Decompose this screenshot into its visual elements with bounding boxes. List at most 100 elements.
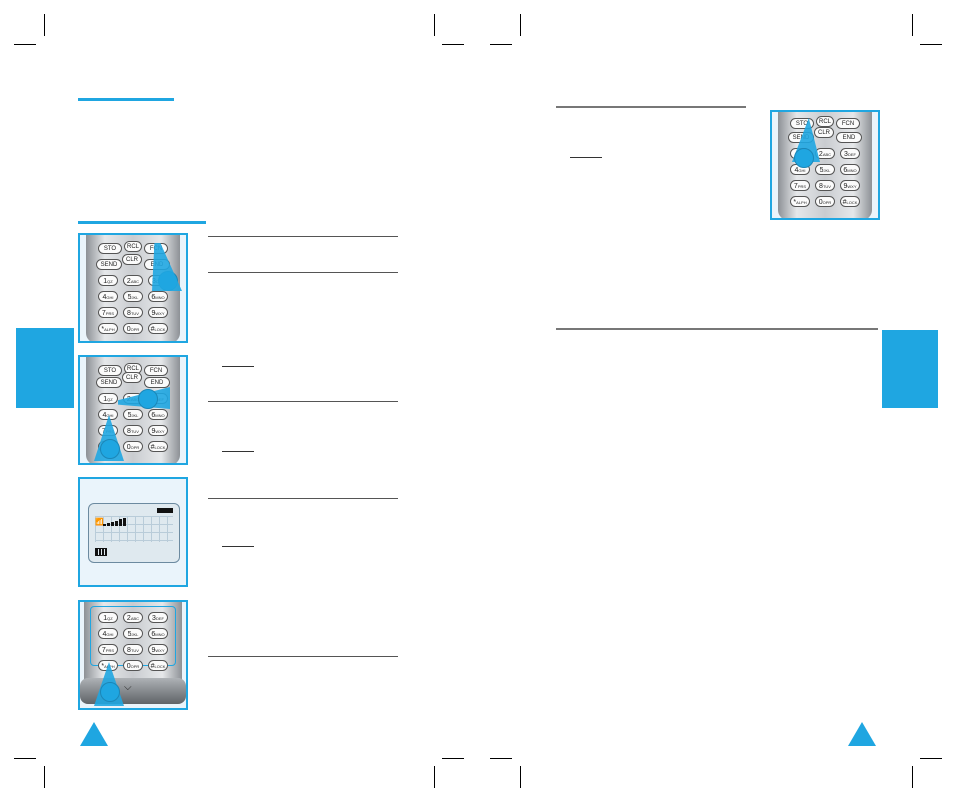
key-star: *ALPH [790, 196, 810, 207]
note-underline [570, 157, 602, 158]
key-letters: QZ [107, 397, 113, 402]
key-letters: TUV [130, 648, 139, 653]
key-5: 5JKL [123, 291, 143, 302]
key-letters: LOCK [154, 664, 166, 669]
key-digit: 2 [126, 615, 131, 622]
key-9: 9WXY [148, 307, 168, 318]
key-digit: 9 [151, 428, 156, 435]
key-fcn: FCN [836, 118, 860, 129]
key-digit: 5 [127, 412, 132, 419]
key-digit: 5 [127, 631, 132, 638]
key-digit: 3 [152, 615, 156, 622]
key-6: 6MNO [148, 291, 168, 302]
key-4: 4GHI [98, 291, 118, 302]
press-indicator-icon [138, 389, 158, 409]
key-5: 5JKL [815, 164, 835, 175]
figure-keypad-1: STO RCL FCN SEND CLR END 1QZ2ABC3DEF4GHI… [78, 233, 188, 343]
key-digit: 7 [101, 647, 106, 654]
key-letters: GHI [106, 632, 114, 637]
key-6: 6MNO [840, 164, 860, 175]
key-letters: ALPH [104, 327, 115, 332]
key-letters: PRS [105, 648, 115, 653]
key-letters: OPR [130, 327, 140, 332]
key-digit: 9 [151, 647, 156, 654]
key-letters: JKL [131, 632, 139, 637]
figure-keypad-2: STO RCL FCN SEND CLR END 1QZ2ABC3DEF4GHI… [78, 355, 188, 465]
note-underline [222, 451, 254, 452]
key-digit: 8 [127, 428, 131, 435]
press-indicator-icon [794, 148, 814, 168]
key-letters: DEF [155, 616, 164, 621]
key-digit: 7 [101, 310, 106, 317]
key-3: 3DEF [840, 148, 860, 159]
key-digit: # [150, 663, 155, 670]
key-digit: 9 [151, 310, 156, 317]
key-digit: 5 [127, 294, 132, 301]
key-letters: LOCK [154, 327, 166, 332]
key-rcl: RCL [816, 116, 834, 127]
key-digit: 9 [843, 183, 848, 190]
chevron-down-icon: ⌵ [124, 682, 132, 693]
key-digit: 1 [103, 278, 108, 285]
key-letters: JKL [131, 295, 139, 300]
key-1: 1QZ [98, 612, 118, 623]
key-digit: * [793, 199, 797, 206]
key-letters: ABC [130, 279, 140, 284]
key-send: SEND [96, 259, 122, 270]
key-letters: MNO [155, 413, 165, 418]
key-letters: WXY [847, 184, 857, 189]
key-end: END [144, 377, 170, 388]
rule [208, 401, 398, 402]
key-9: 9WXY [148, 644, 168, 655]
key-letters: WXY [155, 311, 165, 316]
key-digit: 0 [126, 326, 131, 333]
key-letters: LOCK [846, 200, 858, 205]
antenna-icon: 📶 [95, 519, 104, 526]
key-digit: 4 [102, 631, 107, 638]
key-letters: OPR [822, 200, 832, 205]
key-digit: 5 [819, 167, 824, 174]
key-pound: #LOCK [148, 441, 168, 452]
page-marker-triangle-icon [80, 722, 108, 746]
key-fcn: FCN [144, 365, 168, 376]
press-indicator-icon [100, 439, 120, 459]
key-sto: STO [98, 243, 122, 254]
key-letters: GHI [106, 295, 114, 300]
key-letters: OPR [130, 445, 140, 450]
key-3: 3DEF [148, 612, 168, 623]
key-digit: # [150, 444, 155, 451]
key-8: 8TUV [123, 307, 143, 318]
key-letters: ABC [130, 616, 140, 621]
key-digit: 6 [151, 294, 156, 301]
key-letters: WXY [155, 648, 165, 653]
key-digit: 2 [126, 278, 131, 285]
key-2: 2ABC [123, 275, 143, 286]
figure-lcd: 📶 [78, 477, 188, 587]
key-letters: ABC [822, 152, 832, 157]
key-9: 9WXY [148, 425, 168, 436]
key-0: 0OPR [815, 196, 835, 207]
key-6: 6MNO [148, 409, 168, 420]
key-letters: TUV [130, 311, 139, 316]
key-sto: STO [98, 365, 122, 376]
key-letters: MNO [847, 168, 857, 173]
key-0: 0OPR [123, 660, 143, 671]
key-digit: 4 [102, 412, 107, 419]
key-8: 8TUV [123, 644, 143, 655]
key-7: 7PRS [98, 307, 118, 318]
key-8: 8TUV [123, 425, 143, 436]
key-digit: 4 [794, 167, 799, 174]
key-letters: WXY [155, 429, 165, 434]
key-letters: PRS [105, 311, 115, 316]
key-6: 6MNO [148, 628, 168, 639]
key-digit: 6 [843, 167, 848, 174]
press-indicator-icon [100, 682, 120, 702]
key-letters: TUV [130, 429, 139, 434]
key-letters: JKL [823, 168, 831, 173]
key-9: 9WXY [840, 180, 860, 191]
note-underline [222, 366, 254, 367]
key-letters: LOCK [154, 445, 166, 450]
key-letters: PRS [797, 184, 807, 189]
key-digit: # [842, 199, 847, 206]
key-clr: CLR [814, 127, 834, 138]
